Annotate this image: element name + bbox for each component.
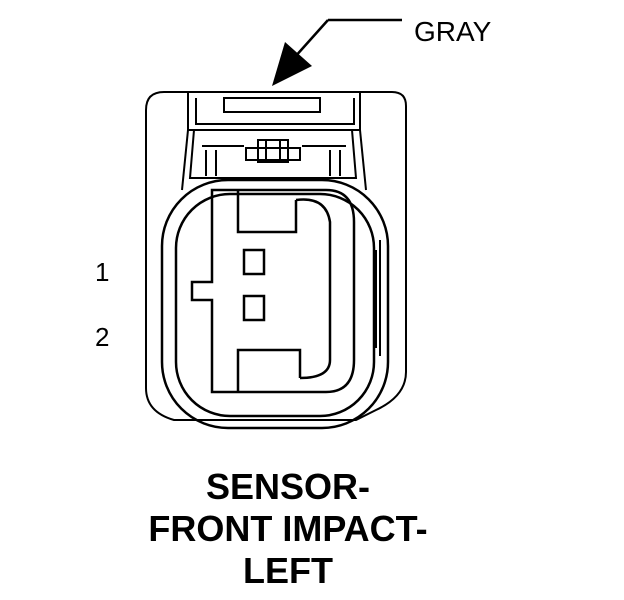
key-upper <box>236 190 298 234</box>
pin-2-terminal <box>242 294 266 322</box>
pin-1-terminal <box>242 248 266 276</box>
pin-2-label: 2 <box>95 322 110 352</box>
latch-assembly <box>181 92 367 191</box>
terminal-cavity <box>190 188 356 394</box>
color-callout-arrow <box>272 18 402 86</box>
seal-ring-outer <box>160 178 390 430</box>
connector-title: SENSOR- FRONT IMPACT- LEFT <box>0 466 576 592</box>
seal-ring-inner <box>174 192 376 418</box>
title-line-1: SENSOR- <box>205 466 371 507</box>
key-lower <box>236 348 302 392</box>
title-line-2: FRONT IMPACT- <box>148 508 428 549</box>
pin-1-label: 1 <box>95 257 110 287</box>
connector-housing-outer <box>145 91 407 421</box>
wire-color-label: GRAY <box>414 16 492 47</box>
title-line-3: LEFT <box>243 550 333 591</box>
